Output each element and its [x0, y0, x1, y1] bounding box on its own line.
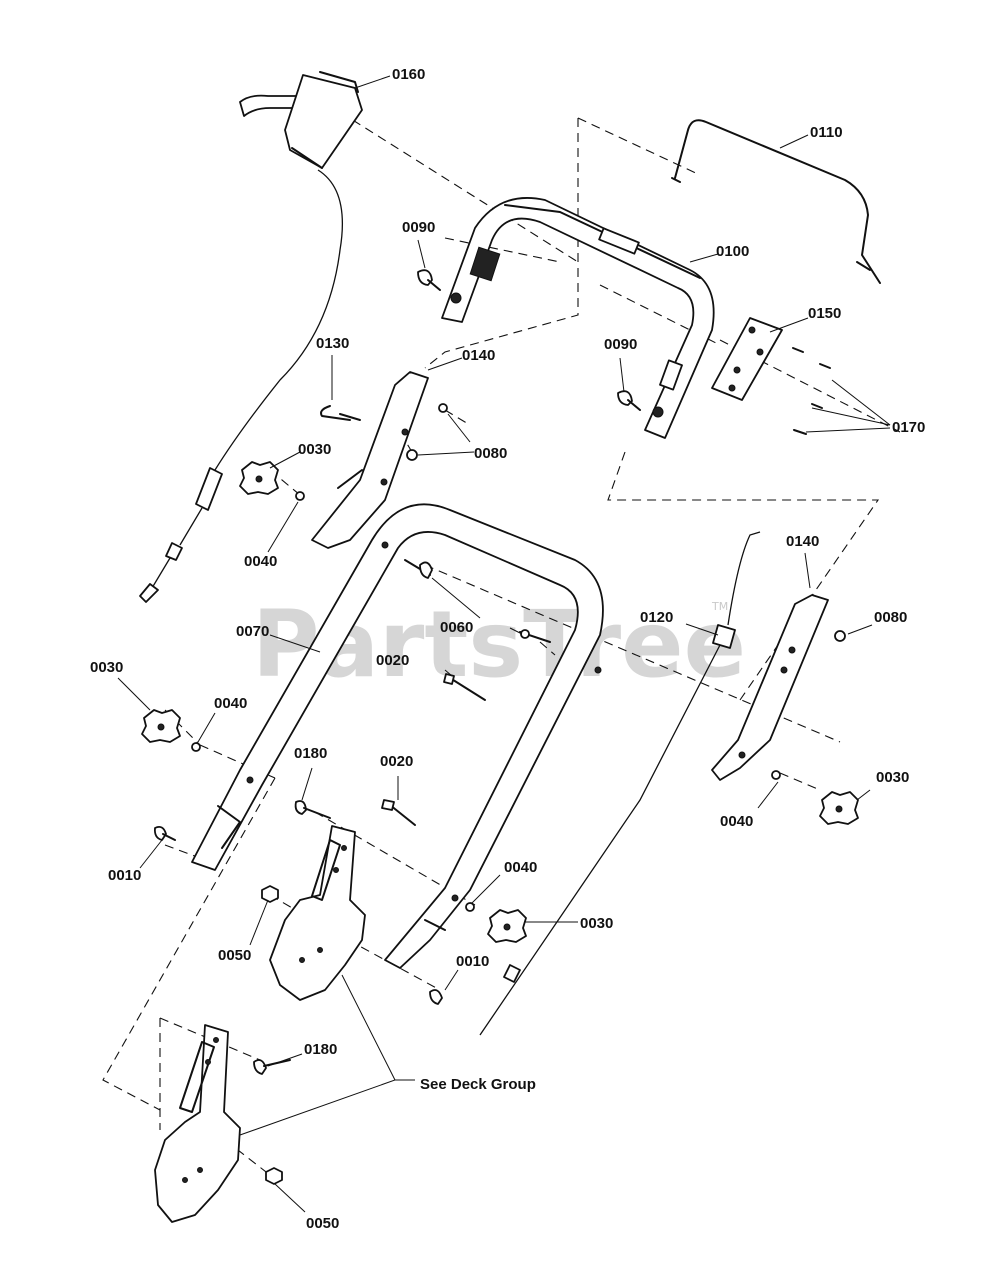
- lower-handle-0070[interactable]: [191, 503, 604, 969]
- control-cable: [139, 169, 343, 603]
- pin-0020-lower[interactable]: [381, 799, 416, 826]
- label-0050-lower: 0050: [306, 1215, 339, 1232]
- bolt-0010-lower[interactable]: [429, 989, 443, 1005]
- label-0020-lower: 0020: [380, 753, 413, 770]
- bolt-0090-right[interactable]: [617, 390, 641, 411]
- washer-0040-center[interactable]: [465, 902, 475, 912]
- label-0040-upper-left: 0040: [244, 553, 277, 570]
- label-see-deck-group: See Deck Group: [420, 1076, 536, 1093]
- nut-0080-left[interactable]: [406, 403, 448, 461]
- label-0040-mid-left: 0040: [214, 695, 247, 712]
- label-0020-upper: 0020: [376, 652, 409, 669]
- label-0180-lower: 0180: [304, 1041, 337, 1058]
- bolt-0090-left[interactable]: [417, 269, 441, 291]
- label-0040-right: 0040: [720, 813, 753, 830]
- handle-tube-0140-right[interactable]: [711, 594, 829, 781]
- bolt-0060[interactable]: [404, 559, 551, 643]
- part-labels: 0160 0110 0090 0100 0130 0140 0090 0150 …: [90, 66, 925, 1232]
- label-0140-left: 0140: [462, 347, 495, 364]
- label-0180-upper: 0180: [294, 745, 327, 762]
- label-0040-center: 0040: [504, 859, 537, 876]
- nut-0050-upper[interactable]: [261, 885, 279, 903]
- label-0080-right: 0080: [874, 609, 907, 626]
- nut-0080-right[interactable]: [834, 630, 846, 642]
- cover-plate-0150[interactable]: [711, 317, 783, 401]
- bolt-0010-left[interactable]: [153, 825, 176, 841]
- knob-0030-right[interactable]: [819, 791, 859, 825]
- knob-0030-upper-left[interactable]: [239, 461, 279, 495]
- screws-0170[interactable]: [792, 347, 831, 435]
- label-0030-upper-left: 0030: [298, 441, 331, 458]
- knob-0030-mid-left[interactable]: [141, 709, 181, 743]
- washer-0040-right[interactable]: [771, 770, 781, 780]
- label-0080-left: 0080: [474, 445, 507, 462]
- label-0050-upper: 0050: [218, 947, 251, 964]
- label-0010-lower: 0010: [456, 953, 489, 970]
- label-0090-right: 0090: [604, 336, 637, 353]
- label-0070: 0070: [236, 623, 269, 640]
- washer-0040-mid-left[interactable]: [191, 742, 201, 752]
- bail-rod-0110[interactable]: [671, 119, 881, 284]
- label-0160: 0160: [392, 66, 425, 83]
- label-0140-right: 0140: [786, 533, 819, 550]
- label-0110: 0110: [810, 124, 843, 141]
- label-0030-right: 0030: [876, 769, 909, 786]
- washer-0040-upper-left[interactable]: [295, 491, 305, 501]
- control-box-0160[interactable]: [239, 71, 363, 169]
- label-0030-mid-left: 0030: [90, 659, 123, 676]
- nut-0050-lower[interactable]: [265, 1167, 283, 1185]
- bolt-0180-upper[interactable]: [294, 800, 331, 819]
- upper-handle-0100[interactable]: [441, 197, 715, 439]
- label-0060: 0060: [440, 619, 473, 636]
- bolt-0180-lower[interactable]: [253, 1059, 291, 1075]
- label-0170: 0170: [892, 419, 925, 436]
- knob-0030-center[interactable]: [487, 909, 527, 943]
- height-bracket-upper[interactable]: [269, 825, 366, 1001]
- label-0090-left: 0090: [402, 219, 435, 236]
- label-0150: 0150: [808, 305, 841, 322]
- label-0010-left: 0010: [108, 867, 141, 884]
- label-0120: 0120: [640, 609, 673, 626]
- height-bracket-lower[interactable]: [154, 1024, 241, 1223]
- leader-lines: [117, 75, 891, 1213]
- cable-clip-0120[interactable]: [479, 531, 761, 1036]
- lock-pin-0130[interactable]: [320, 405, 361, 421]
- handle-tube-0140-left[interactable]: [311, 371, 429, 549]
- label-0100: 0100: [716, 243, 749, 260]
- label-0130: 0130: [316, 335, 349, 352]
- label-0030-center: 0030: [580, 915, 613, 932]
- watermark-trademark: TM: [711, 600, 728, 613]
